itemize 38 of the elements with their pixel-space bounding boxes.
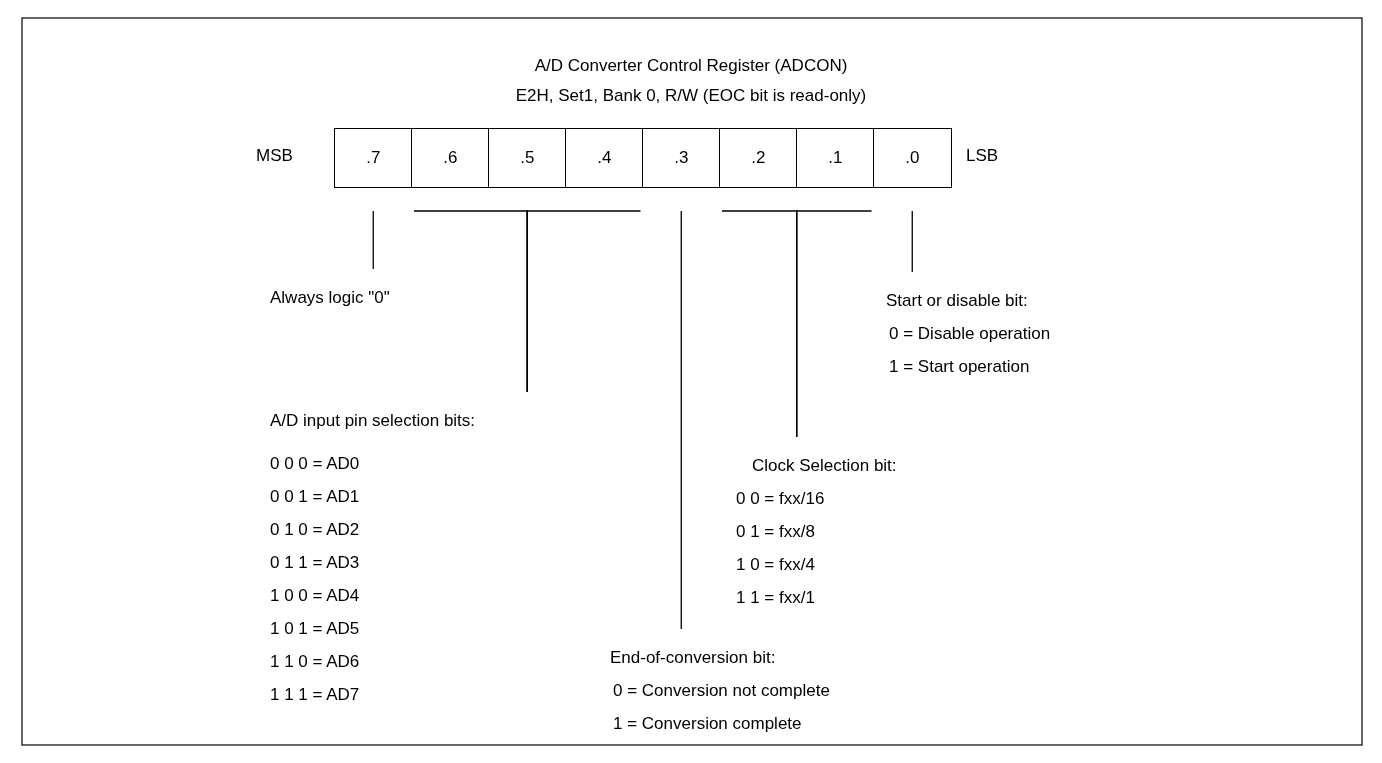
bit-value-line: 1 0 = fxx/4 — [736, 554, 816, 576]
bit-value-line: 1 1 = fxx/1 — [736, 587, 816, 609]
bit-value-line: 0 = Disable operation — [888, 323, 1051, 345]
leader-line — [680, 210, 682, 630]
bit-value-line: 1 1 1 = AD7 — [270, 684, 361, 706]
description-heading: End-of-conversion bit: — [610, 647, 777, 669]
bit-value-line: 0 1 0 = AD2 — [270, 519, 361, 541]
description-heading: Clock Selection bit: — [751, 455, 897, 477]
bit-field-box: .7 — [334, 128, 413, 188]
msb-label: MSB — [256, 146, 293, 166]
bit-field-box: .0 — [873, 128, 952, 188]
bit-value-line: 0 = Conversion not complete — [612, 680, 830, 702]
lsb-label: LSB — [966, 146, 999, 166]
title: A/D Converter Control Register (ADCON) — [533, 56, 849, 76]
bit-value-line: 0 1 1 = AD3 — [270, 552, 361, 574]
bit-value-line: 1 1 0 = AD6 — [270, 651, 361, 673]
description-heading: A/D input pin selection bits: — [270, 410, 476, 432]
bit-value-line: 0 0 1 = AD1 — [270, 486, 361, 508]
bit-field-box: .4 — [565, 128, 644, 188]
bit-field-box: .6 — [411, 128, 490, 188]
leader-line — [372, 210, 374, 270]
leader-line — [526, 210, 642, 393]
bit-value-line: 1 = Conversion complete — [612, 713, 803, 735]
bit-value-line: 0 1 = fxx/8 — [736, 521, 816, 543]
bit-field-box: .5 — [488, 128, 567, 188]
bit-value-line: 0 0 = fxx/16 — [736, 488, 826, 510]
bit-field-box: .2 — [719, 128, 798, 188]
bit-value-line: 1 = Start operation — [888, 356, 1031, 378]
description-heading: Always logic "0" — [270, 287, 390, 309]
register-subtitle: E2H, Set1, Bank 0, R/W (EOC bit is read-only) — [514, 86, 868, 106]
bit-value-line: 1 0 0 = AD4 — [270, 585, 361, 607]
description-heading: Start or disable bit: — [886, 290, 1029, 312]
leader-line — [911, 210, 913, 273]
bit-value-line: 0 0 0 = AD0 — [270, 453, 361, 475]
bit-field-box: .3 — [642, 128, 721, 188]
leader-line — [796, 210, 873, 438]
bit-field-box: .1 — [796, 128, 875, 188]
bit-value-line: 1 0 1 = AD5 — [270, 618, 361, 640]
